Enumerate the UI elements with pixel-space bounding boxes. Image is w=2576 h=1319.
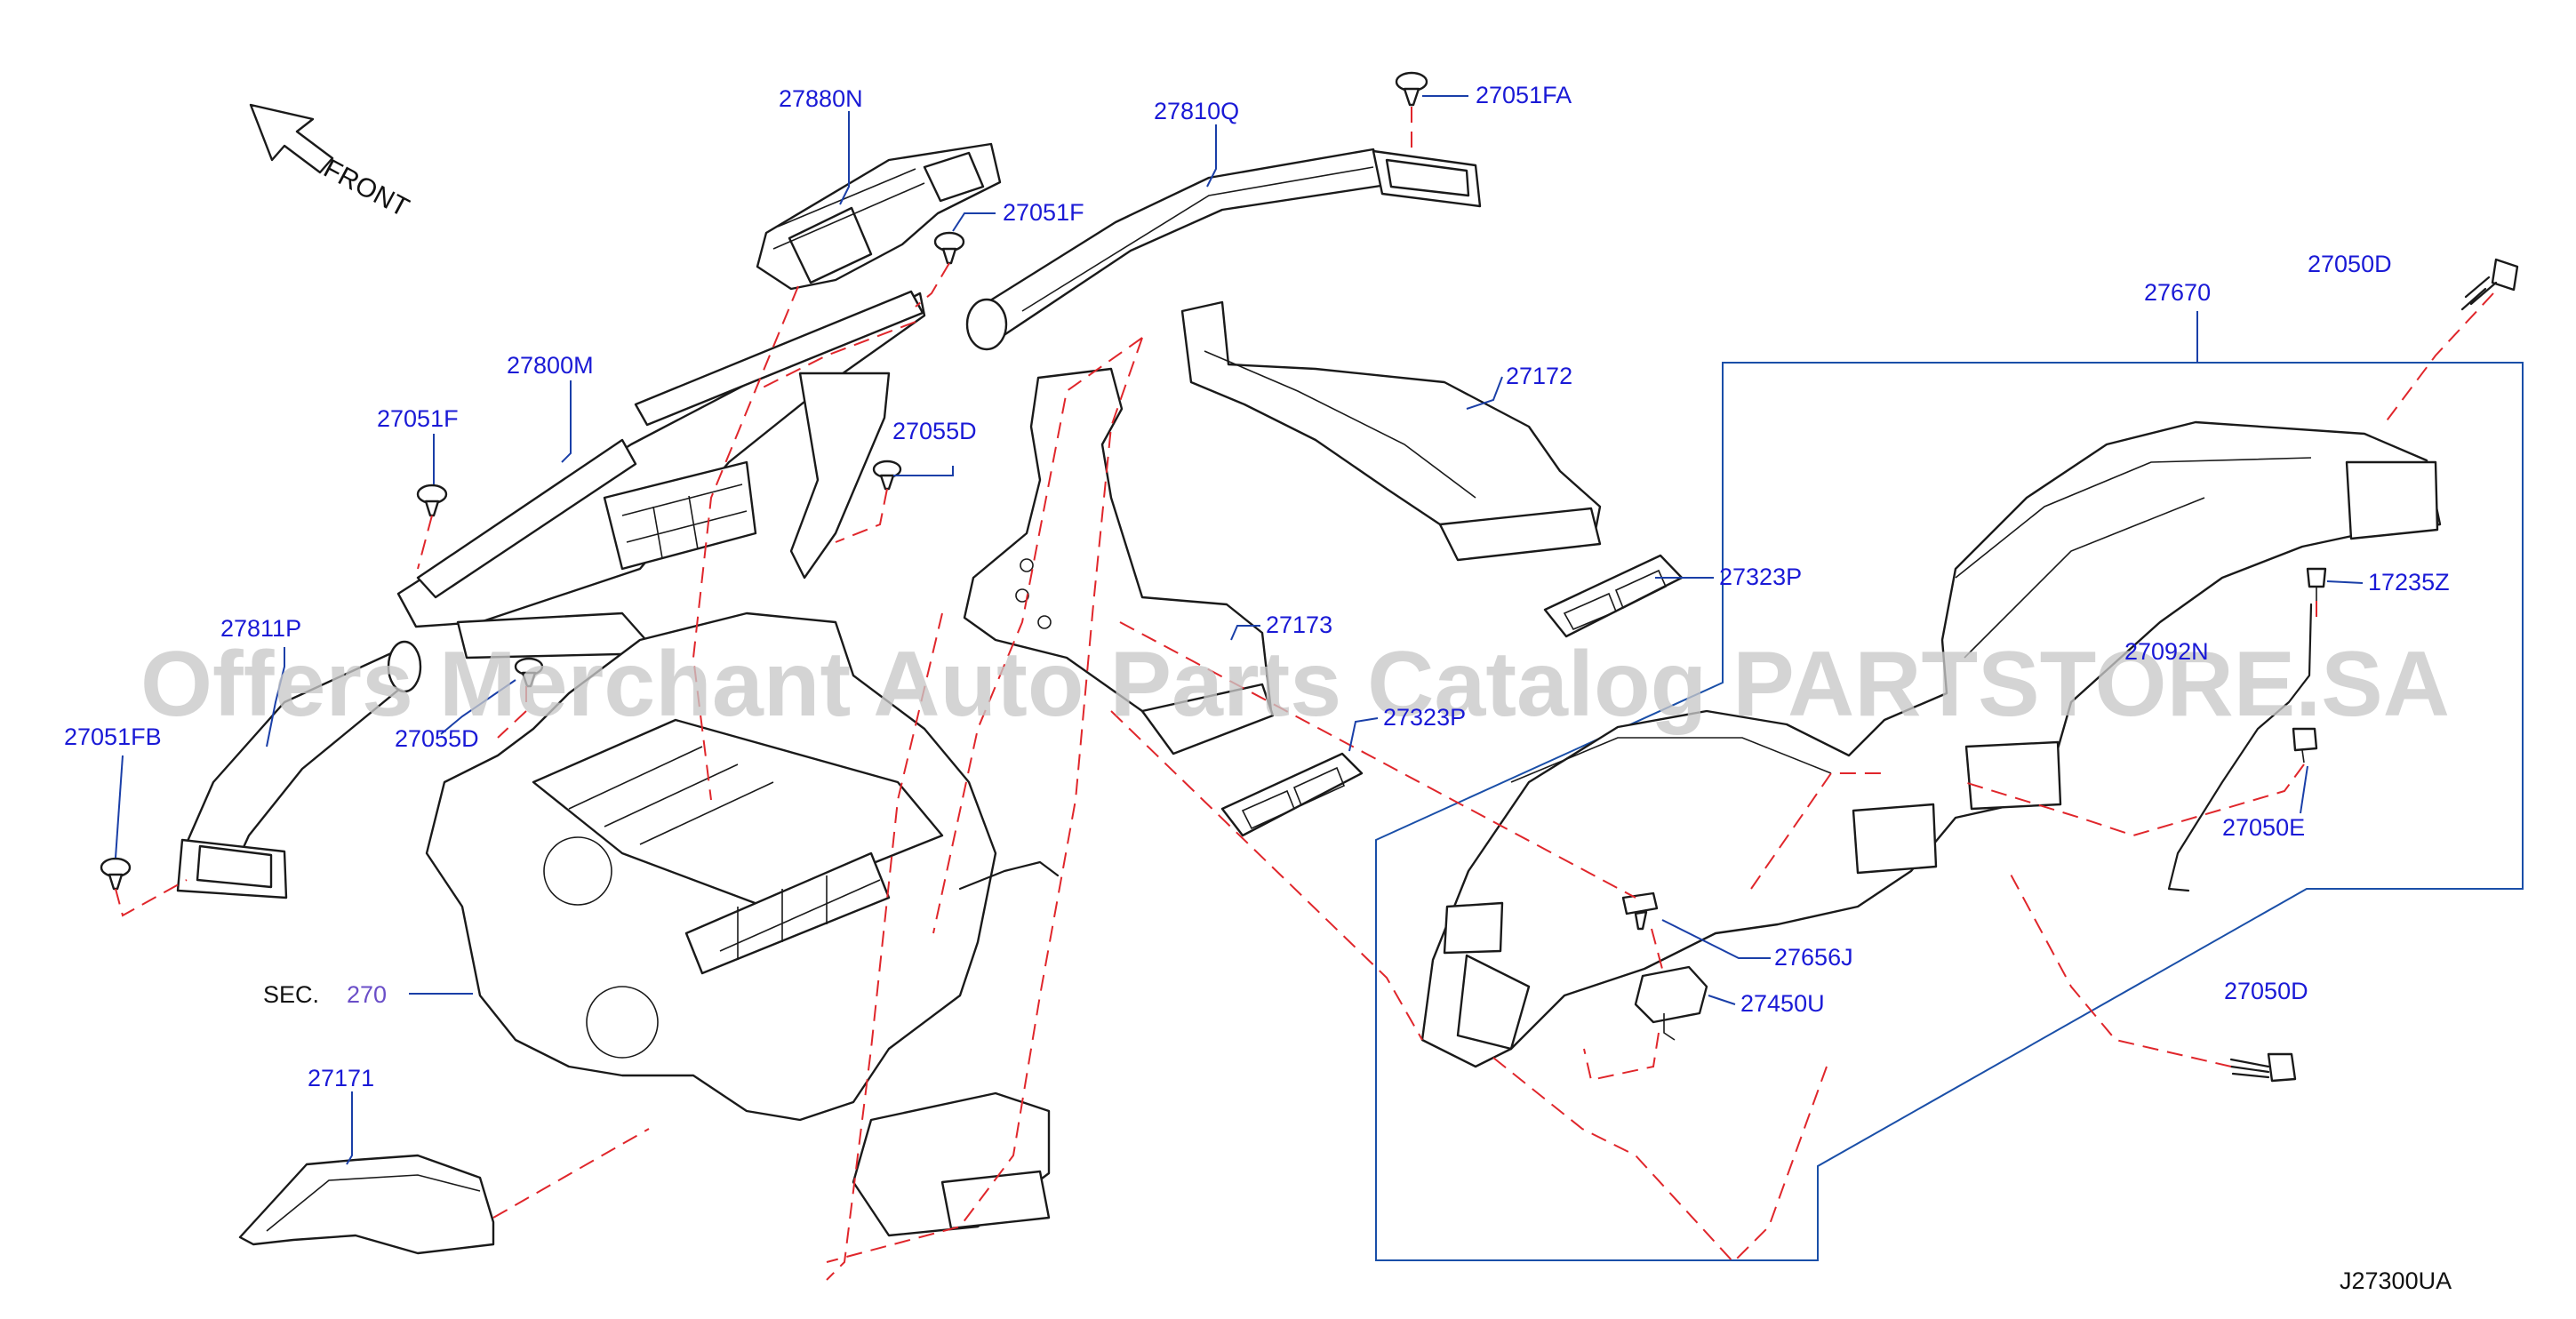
section-ref-number[interactable]: 270 xyxy=(347,981,387,1008)
screw-27050D-top[interactable] xyxy=(2460,258,2519,311)
screw-27050E[interactable] xyxy=(2292,727,2318,763)
label-27656J[interactable]: 27656J xyxy=(1774,944,1853,971)
label-27171[interactable]: 27171 xyxy=(308,1065,374,1091)
label-27173[interactable]: 27173 xyxy=(1266,612,1332,638)
part-27656J-clip[interactable] xyxy=(1621,891,1659,931)
assembly-group-outline xyxy=(1375,362,2524,1261)
clip-27051FA[interactable] xyxy=(1395,71,1428,107)
label-27051FB[interactable]: 27051FB xyxy=(64,723,162,750)
leader-lines xyxy=(115,95,2364,1165)
part-27323P-grille-lower[interactable] xyxy=(1220,752,1364,837)
part-27172-foot-duct[interactable] xyxy=(1180,300,1602,562)
part-27092N-hose[interactable] xyxy=(2167,603,2313,892)
part-27670-main-duct-assembly[interactable] xyxy=(1420,420,2442,1068)
part-27450U-sensor[interactable] xyxy=(1634,965,1708,1041)
section-ref-prefix: SEC. xyxy=(263,981,319,1008)
label-27055D-right[interactable]: 27055D xyxy=(892,418,977,444)
label-27670[interactable]: 27670 xyxy=(2144,279,2211,306)
clip-17235Z[interactable] xyxy=(2306,567,2327,601)
clip-27051FB[interactable] xyxy=(100,857,132,891)
label-17235Z[interactable]: 17235Z xyxy=(2368,569,2450,596)
watermark: Offers Merchant Auto Parts Catalog PARTS… xyxy=(140,633,2450,736)
label-27810Q[interactable]: 27810Q xyxy=(1154,98,1239,124)
part-27171-rear-duct[interactable] xyxy=(238,1154,495,1255)
label-27450U[interactable]: 27450U xyxy=(1740,990,1825,1017)
diagram-code: J27300UA xyxy=(2340,1267,2452,1294)
label-27800M[interactable]: 27800M xyxy=(507,352,594,379)
label-27323P-lower[interactable]: 27323P xyxy=(1383,704,1466,731)
part-27323P-grille-upper[interactable] xyxy=(1543,554,1684,638)
part-labels: 27880N 27810Q 27051FA 27051F 27800M 2705… xyxy=(64,82,2450,1091)
part-hvac-unit-sec-270[interactable] xyxy=(425,612,1060,1237)
screw-27050D-bottom[interactable] xyxy=(2229,1052,2297,1083)
label-27323P-upper[interactable]: 27323P xyxy=(1719,564,1802,590)
front-arrow-icon xyxy=(249,103,334,174)
label-27050D-top[interactable]: 27050D xyxy=(2308,251,2392,277)
front-label: FRONT xyxy=(319,154,414,223)
clip-27055D-left[interactable] xyxy=(514,657,544,688)
label-27050D-bottom[interactable]: 27050D xyxy=(2224,978,2308,1004)
clip-27051F-top[interactable] xyxy=(933,231,965,265)
clip-27055D-right[interactable] xyxy=(872,460,902,491)
part-27173-rear-foot-duct[interactable] xyxy=(963,367,1275,755)
part-27880N-outlet[interactable] xyxy=(756,142,1002,291)
part-27811P-side-duct[interactable] xyxy=(176,640,422,899)
label-27051F-top[interactable]: 27051F xyxy=(1003,199,1084,226)
label-27172[interactable]: 27172 xyxy=(1506,363,1572,389)
label-27055D-left[interactable]: 27055D xyxy=(395,725,479,752)
label-27092N[interactable]: 27092N xyxy=(2124,638,2209,665)
part-27810Q-side-duct[interactable] xyxy=(965,148,1482,351)
label-27050E[interactable]: 27050E xyxy=(2222,814,2305,841)
label-27051FA[interactable]: 27051FA xyxy=(1476,82,1572,108)
clip-27051F-left[interactable] xyxy=(416,484,448,517)
part-27800M-defroster-nozzle[interactable] xyxy=(396,290,926,660)
label-27811P[interactable]: 27811P xyxy=(220,615,301,642)
label-27880N[interactable]: 27880N xyxy=(779,85,863,112)
assembly-dashed-lines xyxy=(115,107,2494,1281)
label-27051F-left[interactable]: 27051F xyxy=(377,405,459,432)
